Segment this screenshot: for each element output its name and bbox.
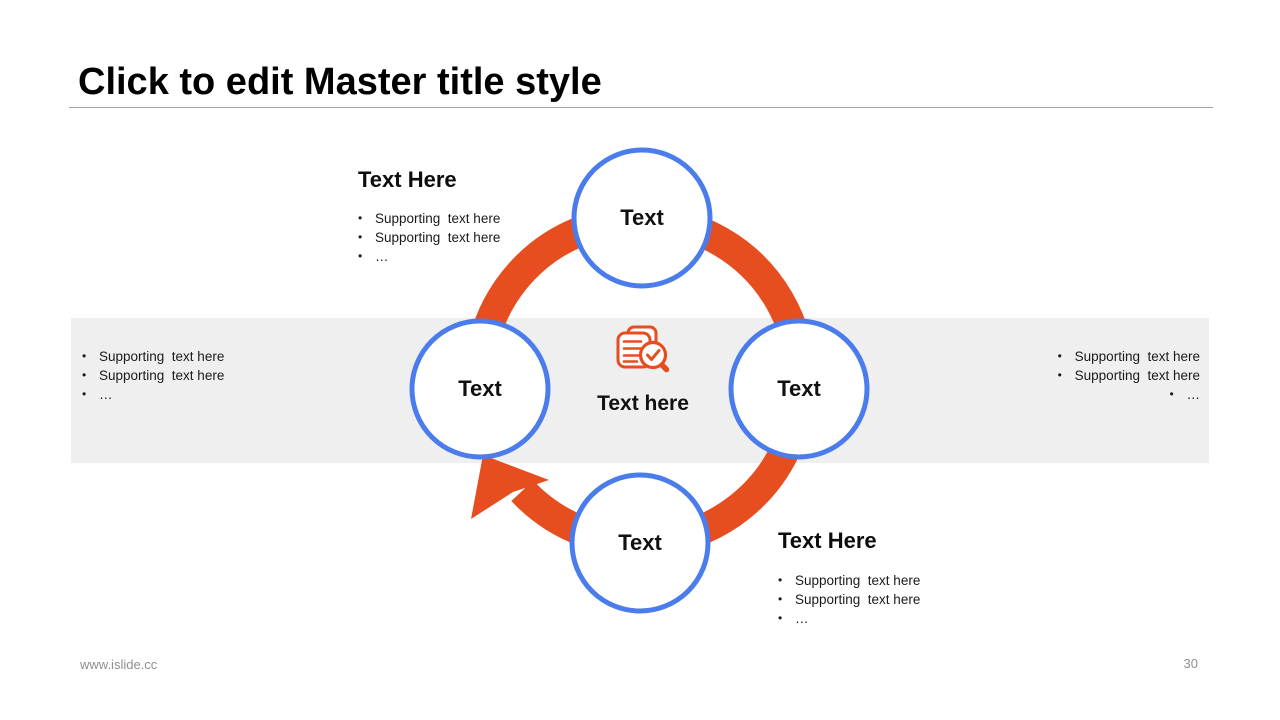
bullet-line: •… <box>980 385 1201 404</box>
heading-bottom-right[interactable]: Text Here <box>778 528 877 553</box>
bullet-text: Supporting text here <box>1074 349 1200 364</box>
bullet-dot: • <box>778 611 783 625</box>
bullet-text: Supporting text here <box>99 368 225 383</box>
bullet-dot: • <box>358 249 363 263</box>
bullet-text: Supporting text here <box>795 592 921 607</box>
cycle-arrow-head <box>471 455 549 519</box>
bullet-dot: • <box>82 349 87 363</box>
bullet-dot: • <box>778 573 783 587</box>
bullets-top-left[interactable]: • Supporting text here • Supporting text h… <box>358 209 500 266</box>
center-label[interactable]: Text here <box>597 392 689 415</box>
node-label-bottom[interactable]: Text <box>618 530 662 555</box>
bullets-mid-right[interactable]: • Supporting text here • Supporting text h… <box>980 347 1200 404</box>
bullet-line: • Supporting text here <box>778 590 920 609</box>
bullet-dot: • <box>82 387 87 401</box>
node-label-right[interactable]: Text <box>777 376 821 401</box>
bullet-text: Supporting text here <box>375 230 501 245</box>
page-title[interactable]: Click to edit Master title style <box>78 61 602 103</box>
bullet-line: • Supporting text here <box>980 347 1200 366</box>
node-circle-bottom[interactable] <box>569 472 711 614</box>
bullet-dot: • <box>1169 387 1174 401</box>
bullet-line: • Supporting text here <box>980 366 1200 385</box>
title-divider <box>69 107 1213 108</box>
bullet-line: •… <box>778 609 920 628</box>
bullet-text: … <box>795 611 809 626</box>
bullets-mid-left[interactable]: • Supporting text here • Supporting text h… <box>82 347 224 404</box>
icon-text-lines <box>622 340 643 363</box>
bullet-text: Supporting text here <box>99 349 225 364</box>
bullet-text: Supporting text here <box>375 211 501 226</box>
bullet-text: Supporting text here <box>1074 368 1200 383</box>
bullet-dot: • <box>1057 368 1062 382</box>
bullet-line: • Supporting text here <box>82 366 224 385</box>
bullet-dot: • <box>1057 349 1062 363</box>
document-search-check-icon[interactable] <box>615 324 671 374</box>
bullet-text: … <box>99 387 113 402</box>
bullet-dot: • <box>82 368 87 382</box>
node-circle-right[interactable] <box>728 318 870 460</box>
bullet-line: • Supporting text here <box>358 209 500 228</box>
bullet-dot: • <box>358 211 363 225</box>
node-label-left[interactable]: Text <box>458 376 502 401</box>
heading-top-left[interactable]: Text Here <box>358 167 457 192</box>
bullet-line: • Supporting text here <box>82 347 224 366</box>
bullet-line: •… <box>358 247 500 266</box>
bullet-text: … <box>1186 387 1201 402</box>
page-number: 30 <box>1183 656 1198 671</box>
bullet-dot: • <box>358 230 363 244</box>
bullet-text: Supporting text here <box>795 573 921 588</box>
node-circle-left[interactable] <box>409 318 551 460</box>
icon-magnifier-lens <box>638 340 668 370</box>
bullet-line: • Supporting text here <box>358 228 500 247</box>
footer-website: www.islide.cc <box>80 657 158 672</box>
bullet-text: … <box>375 249 389 264</box>
bullet-line: • Supporting text here <box>778 571 920 590</box>
bullet-dot: • <box>778 592 783 606</box>
icon-magnifier-handle <box>659 362 670 373</box>
node-circle-top[interactable] <box>571 147 713 289</box>
bullet-line: •… <box>82 385 224 404</box>
node-label-top[interactable]: Text <box>620 205 664 230</box>
icon-checkmark <box>646 349 661 361</box>
bullets-bottom-right[interactable]: • Supporting text here • Supporting text h… <box>778 571 920 628</box>
